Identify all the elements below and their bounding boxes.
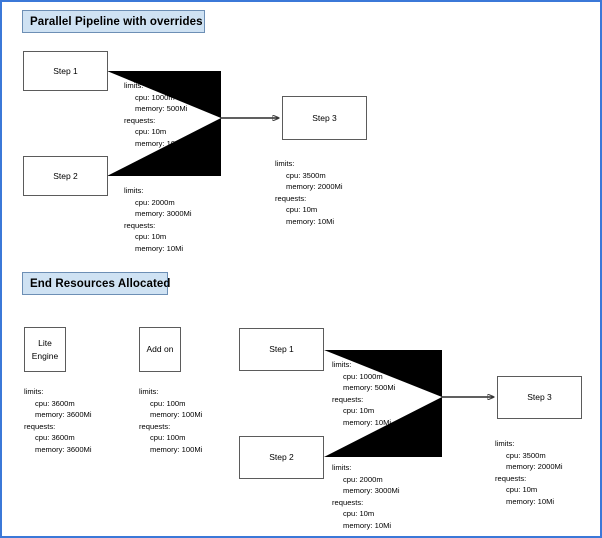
requests-cpu: cpu: 10m xyxy=(135,232,167,242)
requests-memory: memory: 10Mi xyxy=(343,520,392,530)
requests-cpu: cpu: 100m xyxy=(150,433,186,443)
limits-memory: memory: 2000Mi xyxy=(286,182,343,192)
limits-label: limits: xyxy=(124,81,144,90)
resources-top-step2: limits: cpu: 2000m memory: 3000Mi reques… xyxy=(124,185,192,254)
requests-memory: memory: 10Mi xyxy=(506,496,555,506)
requests-label: requests: xyxy=(275,193,307,203)
resources-bottom-step1: limits: cpu: 1000m memory: 500Mi request… xyxy=(332,359,395,428)
node-add-on-label: Add on xyxy=(146,344,174,355)
node-top-step2[interactable]: Step 2 xyxy=(23,156,108,196)
limits-label: limits: xyxy=(332,360,352,369)
requests-memory: memory: 100Mi xyxy=(150,444,203,454)
limits-label: limits: xyxy=(332,463,352,472)
requests-cpu: cpu: 10m xyxy=(135,127,167,137)
limits-memory: memory: 3600Mi xyxy=(35,410,92,420)
requests-label: requests: xyxy=(332,394,364,404)
requests-label: requests: xyxy=(24,421,56,431)
requests-label: requests: xyxy=(332,497,364,507)
node-bottom-step2-label: Step 2 xyxy=(269,452,294,463)
node-top-step1[interactable]: Step 1 xyxy=(23,51,108,91)
limits-label: limits: xyxy=(495,439,515,448)
resources-bottom-step2: limits: cpu: 2000m memory: 3000Mi reques… xyxy=(332,462,400,531)
requests-cpu: cpu: 10m xyxy=(343,406,375,416)
limits-cpu: cpu: 1000m xyxy=(135,92,175,102)
limits-memory: memory: 500Mi xyxy=(135,104,188,114)
resources-add-on: limits: cpu: 100m memory: 100Mi requests… xyxy=(139,386,202,455)
limits-cpu: cpu: 2000m xyxy=(135,197,175,207)
limits-memory: memory: 100Mi xyxy=(150,410,203,420)
limits-cpu: cpu: 3500m xyxy=(506,450,546,460)
limits-cpu: cpu: 3500m xyxy=(286,170,326,180)
resources-lite-engine: limits: cpu: 3600m memory: 3600Mi reques… xyxy=(24,386,92,455)
node-bottom-step1[interactable]: Step 1 xyxy=(239,328,324,371)
requests-label: requests: xyxy=(495,473,527,483)
requests-memory: memory: 3600Mi xyxy=(35,444,92,454)
limits-label: limits: xyxy=(24,387,44,396)
limits-label: limits: xyxy=(139,387,159,396)
requests-cpu: cpu: 3600m xyxy=(35,433,75,443)
node-bottom-step3[interactable]: Step 3 xyxy=(497,376,582,419)
requests-cpu: cpu: 10m xyxy=(343,509,375,519)
resources-top-step1: limits: cpu: 1000m memory: 500Mi request… xyxy=(124,80,187,149)
limits-memory: memory: 500Mi xyxy=(343,383,396,393)
requests-memory: memory: 10Mi xyxy=(135,138,184,148)
node-top-step2-label: Step 2 xyxy=(53,170,78,181)
section-header-parallel-pipeline: Parallel Pipeline with overrides xyxy=(22,10,205,33)
node-top-step3[interactable]: Step 3 xyxy=(282,96,367,140)
requests-memory: memory: 10Mi xyxy=(286,216,335,226)
node-lite-engine-label-line1: Lite xyxy=(38,338,52,349)
requests-label: requests: xyxy=(124,220,156,230)
limits-memory: memory: 3000Mi xyxy=(343,486,400,496)
limits-cpu: cpu: 100m xyxy=(150,398,186,408)
requests-label: requests: xyxy=(124,115,156,125)
requests-cpu: cpu: 10m xyxy=(506,485,538,495)
node-top-step1-label: Step 1 xyxy=(53,65,78,76)
limits-label: limits: xyxy=(124,186,144,195)
node-lite-engine-label-line2: Engine xyxy=(31,350,59,361)
requests-label: requests: xyxy=(139,421,171,431)
resources-top-step3: limits: cpu: 3500m memory: 2000Mi reques… xyxy=(275,158,343,227)
limits-memory: memory: 2000Mi xyxy=(506,462,563,472)
node-bottom-step3-label: Step 3 xyxy=(527,392,552,403)
requests-cpu: cpu: 10m xyxy=(286,205,318,215)
limits-cpu: cpu: 2000m xyxy=(343,474,383,484)
node-lite-engine[interactable]: Lite Engine xyxy=(24,327,66,372)
limits-cpu: cpu: 1000m xyxy=(343,371,383,381)
resources-bottom-step3: limits: cpu: 3500m memory: 2000Mi reques… xyxy=(495,438,563,507)
node-bottom-step1-label: Step 1 xyxy=(269,344,294,355)
limits-cpu: cpu: 3600m xyxy=(35,398,75,408)
requests-memory: memory: 10Mi xyxy=(135,243,184,253)
node-add-on[interactable]: Add on xyxy=(139,327,181,372)
node-top-step3-label: Step 3 xyxy=(312,112,337,123)
limits-memory: memory: 3000Mi xyxy=(135,209,192,219)
section-header-end-resources: End Resources Allocated xyxy=(22,272,170,295)
limits-label: limits: xyxy=(275,159,295,168)
node-bottom-step2[interactable]: Step 2 xyxy=(239,436,324,479)
requests-memory: memory: 10Mi xyxy=(343,417,392,427)
